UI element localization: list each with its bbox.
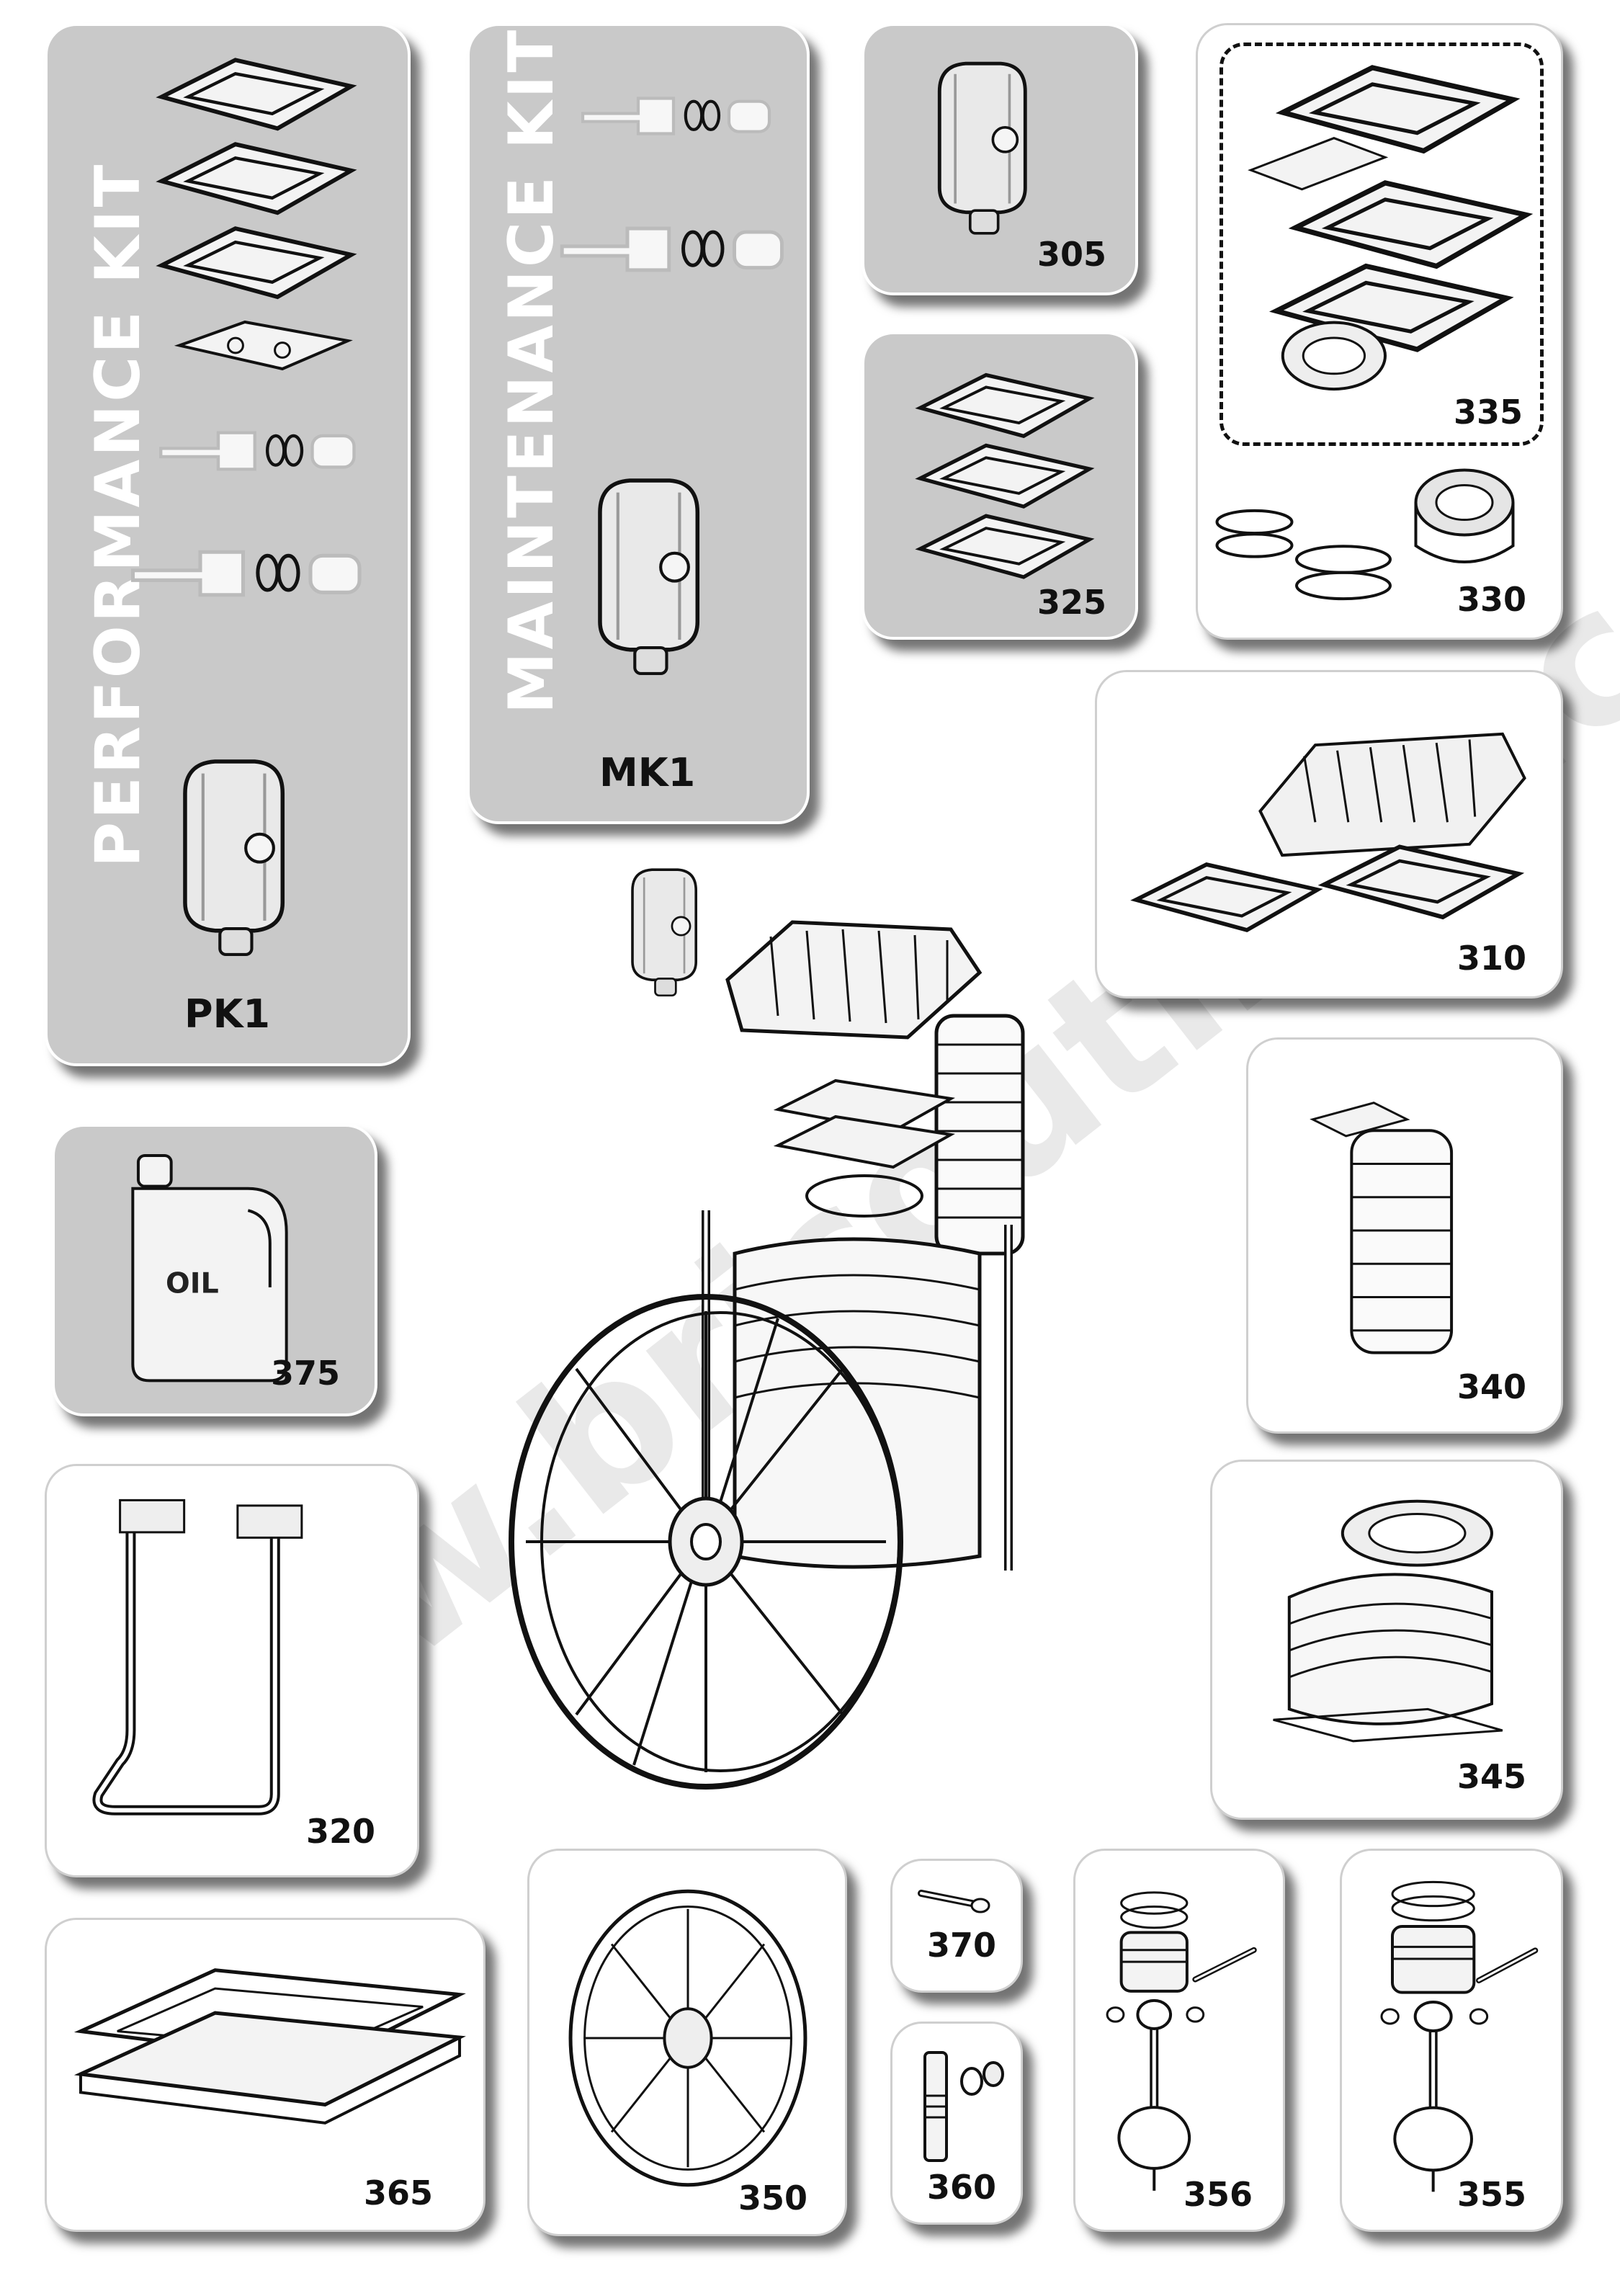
maintenance-kit-title: MAINTENANCE KIT — [496, 27, 568, 714]
part-number-375: 375 — [271, 1354, 341, 1393]
part-number-330: 330 — [1457, 580, 1527, 619]
part-365-card: 365 — [45, 1918, 485, 2232]
part-305-card: 305 — [862, 23, 1138, 295]
cylinder-block-icon — [1256, 1491, 1515, 1757]
bolt-icon — [910, 2045, 1011, 2168]
piston-rod-icon — [1101, 1880, 1266, 2197]
part-375-card: OIL 375 — [52, 1124, 377, 1416]
kit-label-pk1: PK1 — [184, 991, 270, 1037]
oil-bottle-icon: OIL — [127, 1156, 292, 1386]
part-number-365: 365 — [364, 2174, 434, 2212]
gasket-icon — [1313, 838, 1529, 953]
part-number-355: 355 — [1457, 2175, 1527, 2214]
valve-icon — [556, 206, 794, 292]
part-number-345: 345 — [1457, 1757, 1527, 1796]
cylinder-icon — [1306, 1097, 1486, 1364]
part-number-370: 370 — [927, 1926, 997, 1965]
air-filter-icon — [922, 55, 1044, 242]
piston-ring-icon — [1212, 493, 1400, 616]
part-356-card: 356 — [1073, 1849, 1285, 2232]
part-number-335: 335 — [1454, 393, 1523, 432]
part-number-310: 310 — [1457, 939, 1527, 978]
part-number-325: 325 — [1037, 583, 1107, 622]
compressor-assembly-icon — [504, 868, 1080, 1851]
part-number-340: 340 — [1457, 1367, 1527, 1406]
oil-label: OIL — [166, 1267, 219, 1300]
crankcase-gasket-icon — [68, 1956, 472, 2143]
gasket-set-icon — [1241, 61, 1529, 407]
cylinder-head-icon — [1248, 701, 1536, 888]
performance-kit-title: PERFORMANCE KIT — [82, 161, 154, 867]
pin-icon — [914, 1882, 993, 1918]
valve-plate-icon — [900, 370, 1109, 586]
gasket-icon — [1126, 859, 1328, 960]
part-number-350: 350 — [738, 2179, 808, 2217]
flywheel-icon — [558, 1880, 818, 2197]
valve-icon — [127, 530, 372, 617]
part-number-305: 305 — [1037, 235, 1107, 274]
maintenance-kit-panel: MAINTENANCE KIT MK1 — [467, 23, 810, 824]
part-320-card: 320 — [45, 1464, 419, 1877]
valve-gasket-icon — [170, 307, 357, 393]
part-340-card: 340 — [1246, 1037, 1563, 1434]
kit-label-mk1: MK1 — [599, 750, 696, 795]
part-310-card: 310 — [1095, 670, 1563, 999]
cylinder-liner-icon — [1400, 457, 1529, 580]
piston-rod-icon — [1367, 1872, 1547, 2197]
performance-kit-panel: PERFORMANCE KIT PK1 — [45, 23, 411, 1066]
air-filter-icon — [578, 473, 722, 682]
part-number-360: 360 — [927, 2168, 997, 2207]
part-355-card: 355 — [1340, 1849, 1563, 2232]
part-370-card: 370 — [890, 1859, 1023, 1993]
part-330-card: 335 330 — [1196, 23, 1563, 640]
part-335-dashed-box — [1220, 43, 1544, 446]
part-number-320: 320 — [306, 1812, 376, 1851]
part-number-356: 356 — [1183, 2175, 1253, 2214]
frame-bracket-icon — [76, 1495, 378, 1826]
part-345-card: 345 — [1210, 1460, 1563, 1820]
part-350-card: 350 — [527, 1849, 847, 2236]
head-gasket-icon — [148, 55, 364, 329]
part-325-card: 325 — [862, 331, 1138, 640]
valve-icon — [156, 415, 364, 487]
valve-icon — [578, 76, 779, 156]
part-360-card: 360 — [890, 2022, 1023, 2225]
air-filter-icon — [163, 754, 307, 962]
